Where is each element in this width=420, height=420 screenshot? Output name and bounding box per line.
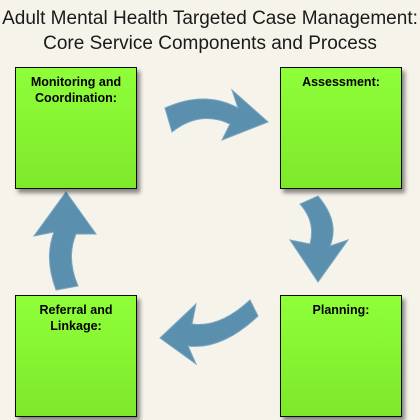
arrow-planning-to-referral bbox=[159, 299, 259, 366]
arrow-monitoring-to-assessment bbox=[164, 88, 269, 141]
arrow-assessment-to-planning bbox=[288, 195, 350, 283]
assessment-box: Assessment: bbox=[280, 67, 402, 189]
title-line-1: Adult Mental Health Targeted Case Manage… bbox=[2, 8, 418, 29]
planning-label: Planning: bbox=[312, 303, 370, 317]
diagram-title: Adult Mental Health Targeted Case Manage… bbox=[0, 6, 420, 56]
referral-linkage-box: Referral and Linkage: bbox=[15, 295, 137, 417]
planning-box: Planning: bbox=[280, 295, 402, 417]
title-line-2: Core Service Components and Process bbox=[43, 33, 377, 54]
monitoring-coordination-box: Monitoring and Coordination: bbox=[15, 67, 137, 189]
referral-linkage-label: Referral and Linkage: bbox=[39, 303, 113, 333]
arrow-referral-to-monitoring bbox=[32, 191, 97, 291]
assessment-label: Assessment: bbox=[302, 75, 380, 89]
monitoring-coordination-label: Monitoring and Coordination: bbox=[30, 75, 122, 105]
